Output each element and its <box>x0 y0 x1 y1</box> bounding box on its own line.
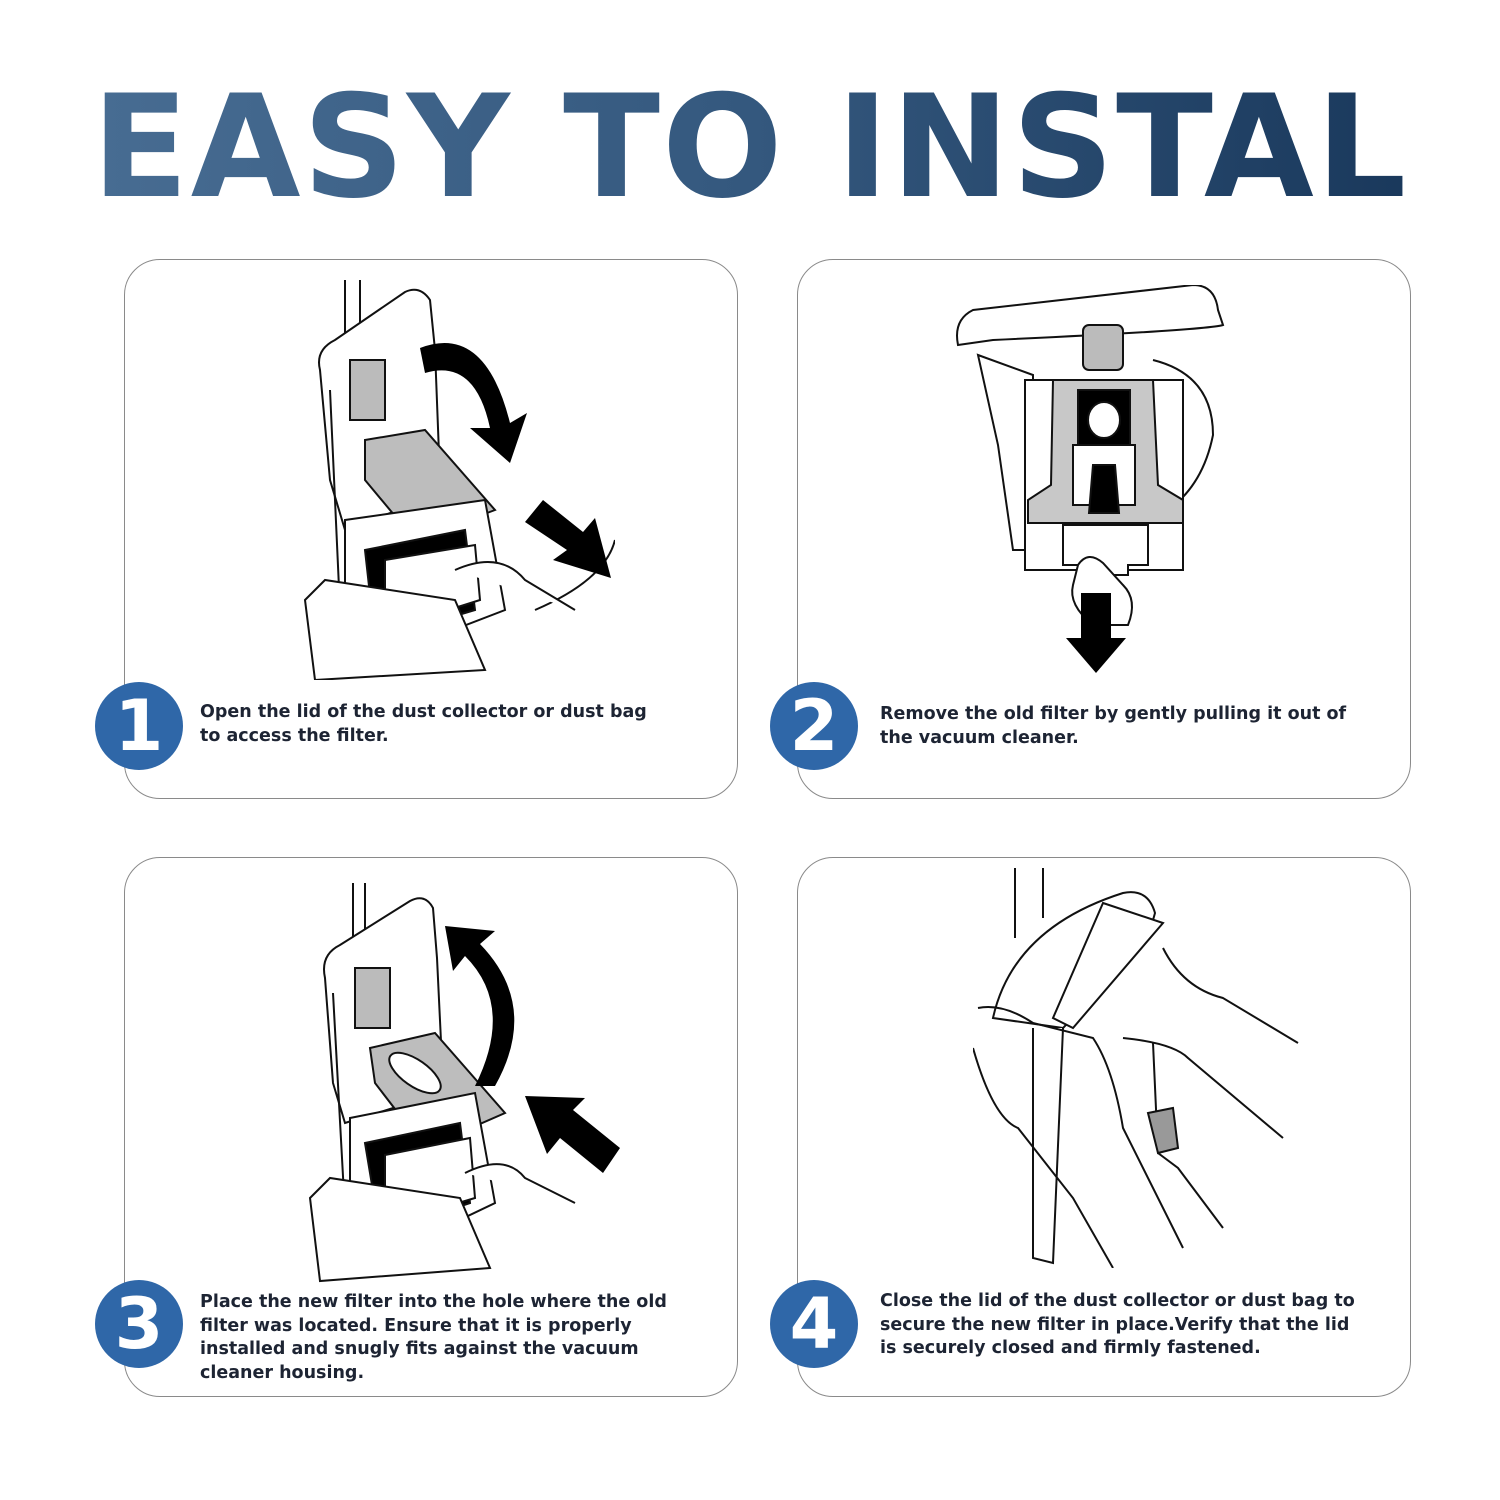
step-number-badge: 1 <box>95 682 183 770</box>
hands-closing-lid-illustration <box>973 868 1299 1268</box>
page-title: EASY TO INSTAL <box>0 77 1500 219</box>
arrow-down-icon <box>1066 593 1126 673</box>
step-number-badge: 2 <box>770 682 858 770</box>
step-description: Remove the old filter by gently pulling … <box>880 704 1347 748</box>
step-card-4: 4 Close the lid of the dust collector or… <box>770 857 1411 1397</box>
step-number-badge: 4 <box>770 1280 858 1368</box>
step-card-2: 2 Remove the old filter by gently pullin… <box>770 259 1411 799</box>
arrow-push-in-icon <box>525 1096 620 1173</box>
step-card-3: 3 Place the new filter into the hole whe… <box>95 857 738 1397</box>
step-description: Close the lid of the dust collector or d… <box>880 1291 1355 1358</box>
vacuum-insert-filter-illustration <box>308 883 576 1283</box>
step-description: Open the lid of the dust collector or du… <box>200 702 647 746</box>
step-description: Place the new filter into the hole where… <box>200 1292 667 1383</box>
filter-removal-illustration <box>956 285 1225 626</box>
vacuum-open-lid-illustration <box>303 280 615 680</box>
curved-arrow-up-icon <box>445 926 515 1086</box>
step-card-1: 1 Open the lid of the dust collector or … <box>95 259 738 799</box>
step-number-badge: 3 <box>95 1280 183 1368</box>
curved-arrow-down-icon <box>420 343 527 463</box>
arrow-pull-out-icon <box>525 500 611 578</box>
